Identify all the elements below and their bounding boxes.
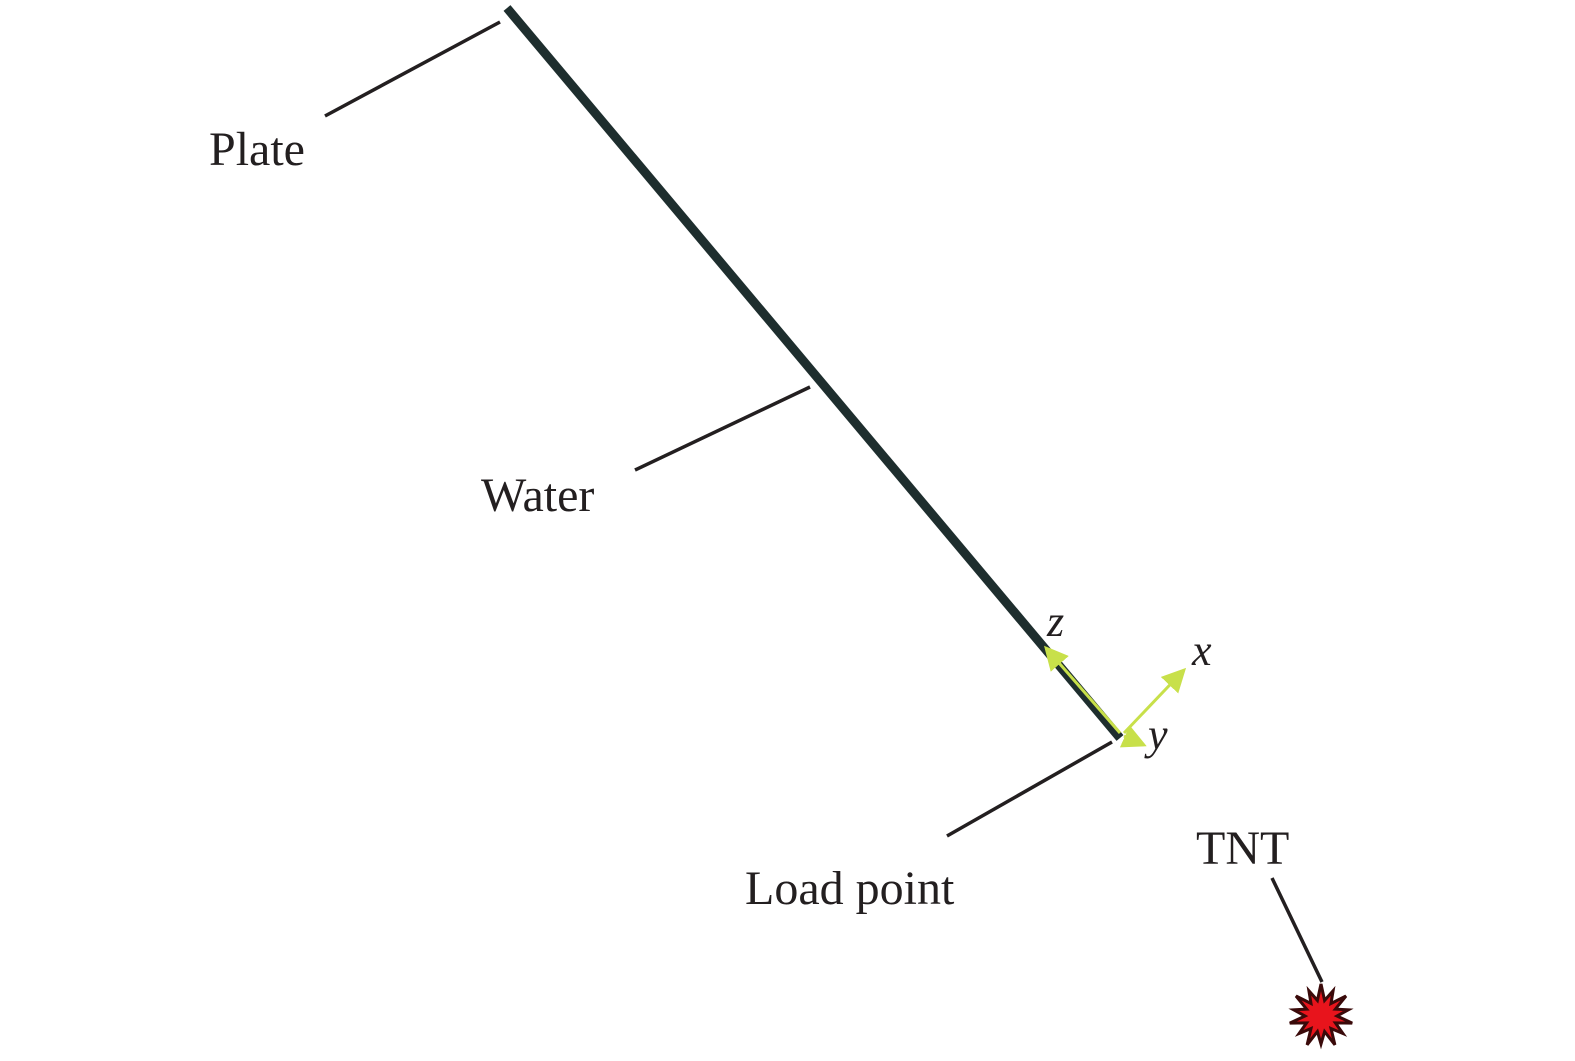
z-axis-label: z <box>1046 597 1064 646</box>
plate-label: Plate <box>209 123 305 176</box>
x-axis-arrow <box>1122 667 1187 735</box>
tnt-explosion-icon <box>1288 983 1354 1050</box>
y-axis-arrow <box>1119 725 1147 748</box>
tnt-label: TNT <box>1196 822 1289 875</box>
plate-leader <box>324 20 501 118</box>
y-axis-label: y <box>1144 710 1168 759</box>
z-axis-arrow <box>1044 645 1122 734</box>
water-leader <box>634 385 811 472</box>
plate-line <box>503 5 1124 741</box>
water-label: Water <box>481 469 594 522</box>
x-axis-label: x <box>1191 626 1212 675</box>
load-point-leader <box>946 740 1113 838</box>
tnt-leader <box>1270 877 1324 983</box>
coordinate-axes: z x y <box>1044 597 1212 759</box>
load-point-label: Load point <box>745 862 955 915</box>
